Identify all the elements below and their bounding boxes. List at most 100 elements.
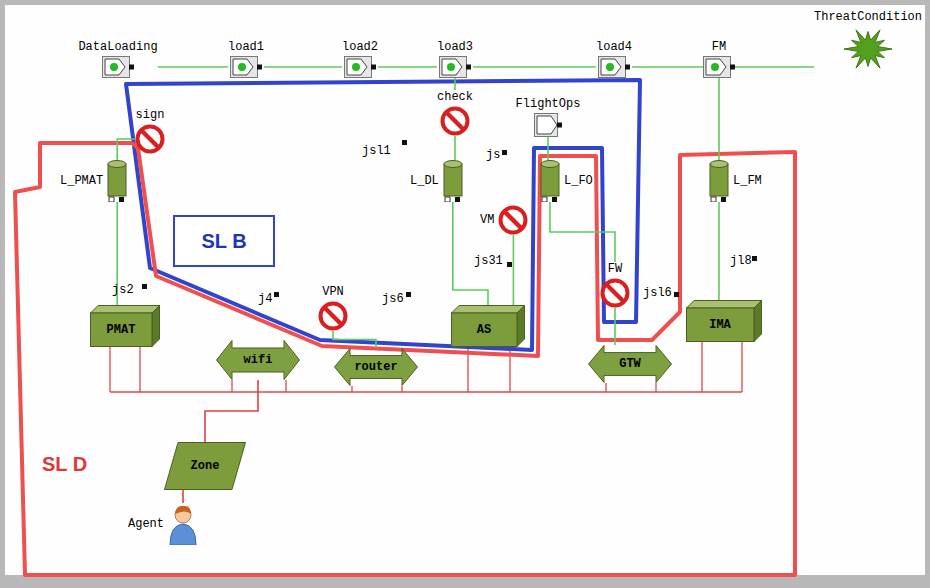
drawing-part — [754, 301, 762, 342]
connector — [205, 380, 258, 442]
drawing-part — [347, 59, 367, 75]
drawing-part — [552, 197, 557, 202]
drawing-part — [501, 208, 526, 233]
drawing-part — [687, 308, 755, 342]
drawing-part — [466, 65, 471, 70]
connector — [454, 136, 456, 160]
cylL-icon — [443, 160, 463, 202]
drawing-part — [444, 161, 462, 168]
connector — [117, 139, 135, 160]
cylR-icon — [709, 160, 729, 202]
drawing-part — [233, 59, 253, 75]
junction-label: js — [486, 144, 500, 162]
security-level-b-region — [126, 80, 640, 350]
connector — [158, 66, 228, 68]
drawing-part — [455, 197, 460, 202]
node-label: L_PMAT — [60, 174, 103, 188]
junction-name: j4 — [258, 292, 272, 306]
node-label: load4 — [596, 40, 632, 54]
drawing-part — [371, 65, 376, 70]
system-box: PMAT — [90, 305, 160, 347]
junction-name: js — [486, 148, 500, 162]
junction-name: js2 — [112, 283, 134, 297]
drawing-part — [174, 216, 274, 266]
stop-node: FW — [600, 262, 630, 308]
cylL-node: L_PMAT — [60, 160, 127, 202]
star-icon — [843, 26, 893, 72]
drawing-part — [721, 197, 726, 202]
drawing-part — [541, 161, 559, 168]
junction-label: jl8 — [730, 250, 752, 268]
node-label: Zone — [191, 459, 220, 473]
node-label: load3 — [437, 40, 473, 54]
drawing-part — [557, 123, 562, 128]
network-link: GTW — [588, 345, 672, 383]
drawing-part — [601, 59, 621, 75]
drawing-part — [687, 301, 762, 309]
junction-label: js2 — [112, 279, 134, 297]
drawing-part — [537, 116, 557, 134]
cylL-node: L_DL — [410, 160, 463, 202]
connector — [473, 66, 596, 68]
drawing-part — [142, 284, 147, 289]
canvas — [5, 5, 925, 575]
node-label: GTW — [619, 357, 641, 371]
drawing-part — [502, 150, 507, 155]
drawing-part — [505, 212, 522, 229]
connector — [718, 78, 720, 160]
connector — [632, 66, 703, 68]
drawing-part — [119, 197, 124, 202]
drawing-part — [344, 57, 371, 78]
node-label: load1 — [228, 40, 264, 54]
drawing-part — [541, 164, 559, 196]
drawing-part — [730, 65, 735, 70]
drawing-part — [165, 443, 246, 490]
gate-node: FM — [703, 40, 735, 78]
connector — [182, 490, 184, 503]
network-link: wifi — [216, 340, 300, 380]
drawing-part — [325, 308, 342, 325]
drawing-part — [674, 292, 679, 297]
node-label: sign — [136, 108, 165, 122]
drawing-part — [402, 140, 407, 145]
connector — [264, 66, 342, 68]
junction-name: jsl6 — [643, 286, 672, 300]
gate-icon — [439, 56, 471, 78]
junction-name: js6 — [382, 292, 404, 306]
node-label: ThreatCondition — [814, 10, 922, 24]
node-label: check — [437, 90, 473, 104]
drawing-part — [352, 63, 360, 71]
junction-label: SL D — [42, 452, 87, 476]
drawing-part — [446, 113, 463, 130]
agent-icon — [168, 503, 198, 545]
stop-node: sign — [135, 108, 165, 154]
port-markers — [142, 140, 757, 297]
drawing-part — [598, 57, 625, 78]
drawing-part — [274, 292, 279, 297]
drawing-part — [452, 313, 518, 347]
drawing-part — [844, 30, 892, 68]
stop-icon — [135, 124, 165, 154]
drawing-part — [589, 346, 672, 383]
gate-icon — [703, 56, 735, 78]
drawing-part — [704, 57, 731, 78]
drawing-part — [752, 256, 757, 261]
drawing-part — [447, 63, 455, 71]
drawing-part — [711, 63, 719, 71]
node-label: DataLoading — [78, 40, 157, 54]
drawing-part — [517, 306, 525, 347]
connector — [718, 202, 720, 300]
drawing-part — [542, 197, 547, 202]
drawing-part — [103, 57, 130, 78]
drawing-part — [406, 292, 411, 297]
junction-name: js31 — [474, 254, 503, 268]
drawing-part — [607, 285, 624, 302]
cylR-node: L_FO — [540, 160, 593, 202]
junction-name: jl8 — [730, 254, 752, 268]
junction-name: jsl1 — [362, 144, 391, 158]
junction-label: jsl6 — [643, 282, 672, 300]
junction-label: js6 — [382, 288, 404, 306]
drawing-part — [105, 59, 125, 75]
